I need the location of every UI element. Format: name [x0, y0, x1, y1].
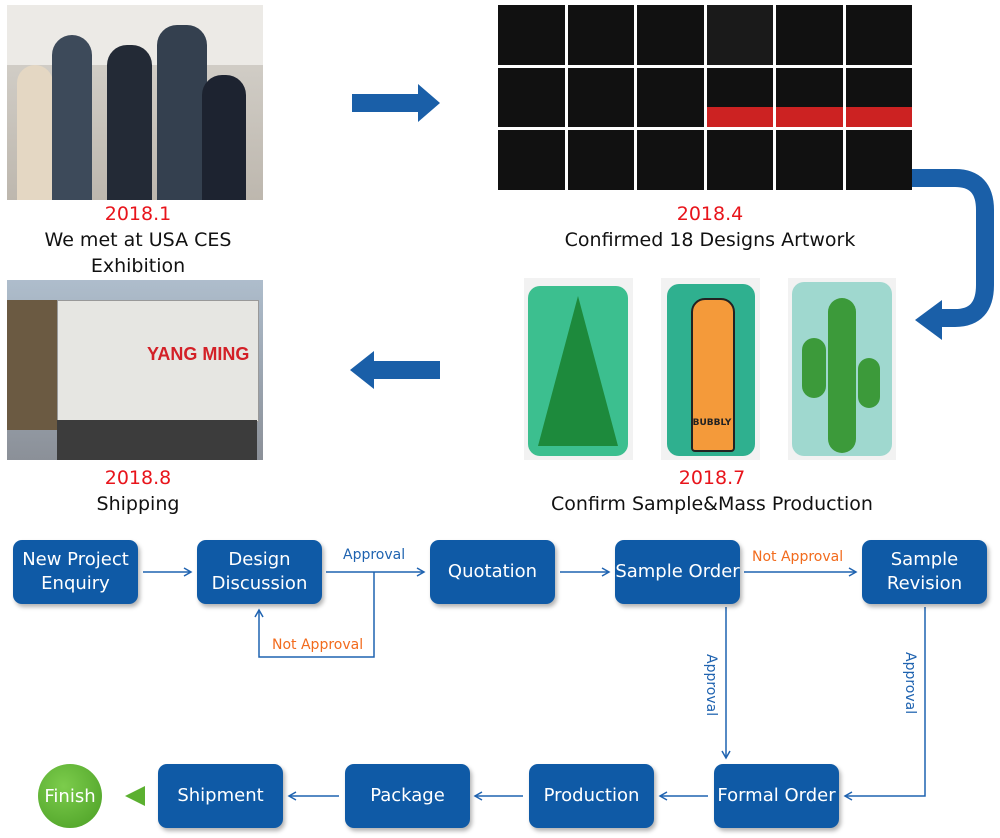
big-arrow-left-icon	[350, 351, 440, 389]
step-shipment: Shipment	[158, 764, 283, 828]
cactus-case-photo	[788, 278, 896, 460]
step-package: Package	[345, 764, 470, 828]
label-approval-design: Approval	[343, 547, 406, 563]
step-formal-order: Formal Order	[714, 764, 839, 828]
christmas-tree-case-photo	[524, 278, 633, 460]
caption-2018-1: 2018.1 We met at USA CES Exhibition	[0, 201, 276, 279]
label-not-approval-design: Not Approval	[272, 637, 364, 653]
step-sample-order: Sample Order	[615, 540, 740, 604]
champagne-case-photo: BUBBLY	[661, 278, 760, 460]
big-curved-arrow-icon	[912, 169, 994, 327]
caption-text: Shipping	[96, 493, 180, 515]
step-new-project-enquiry: New Project Enquiry	[13, 540, 138, 604]
caption-2018-8: 2018.8 Shipping	[0, 465, 276, 517]
label-approval-sample: Approval	[703, 654, 719, 717]
step-design-discussion: Design Discussion	[197, 540, 322, 604]
step-finish: Finish	[38, 764, 102, 828]
exhibition-photo	[7, 5, 263, 200]
caption-text: We met at USA CES Exhibition	[44, 229, 232, 277]
finish-pointer-icon	[125, 786, 145, 806]
caption-2018-4: 2018.4 Confirmed 18 Designs Artwork	[560, 201, 860, 253]
step-quotation: Quotation	[430, 540, 555, 604]
step-production: Production	[529, 764, 654, 828]
container-brand-logo: YANG MING	[147, 344, 250, 364]
date-label: 2018.1	[104, 203, 172, 225]
label-not-approval-sample: Not Approval	[752, 549, 844, 565]
label-approval-revision: Approval	[902, 652, 918, 715]
date-label: 2018.8	[104, 467, 172, 489]
step-sample-revision: Sample Revision	[862, 540, 987, 604]
shipping-container-photo: YANG MING	[7, 280, 263, 460]
arrow-not-approval-loop	[254, 572, 375, 658]
caption-text: Confirmed 18 Designs Artwork	[564, 229, 856, 251]
date-label: 2018.7	[678, 467, 746, 489]
date-label: 2018.4	[676, 203, 744, 225]
artwork-designs-photo	[498, 5, 912, 190]
big-arrow-right-icon	[352, 84, 440, 122]
bottle-label: BUBBLY	[692, 418, 732, 428]
arrow-revision-to-formal	[843, 607, 926, 801]
caption-text: Confirm Sample&Mass Production	[551, 493, 873, 515]
caption-2018-7: 2018.7 Confirm Sample&Mass Production	[542, 465, 882, 517]
